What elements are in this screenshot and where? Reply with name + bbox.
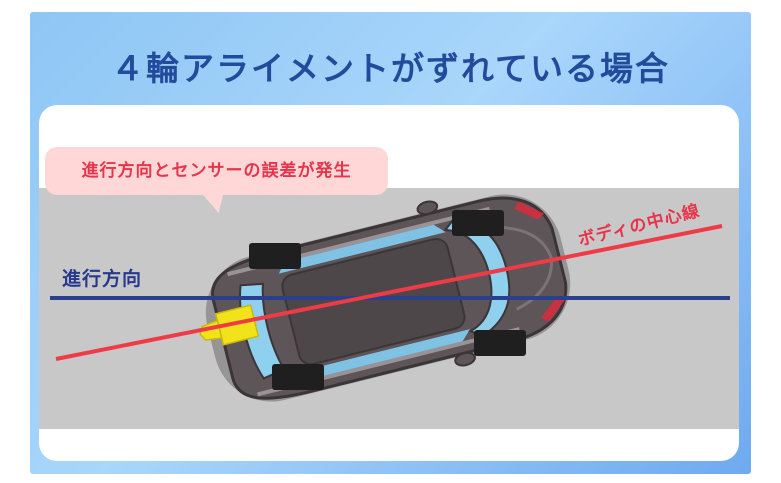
travel-direction-label: 進行方向 — [62, 268, 143, 290]
tire-rear-left — [249, 243, 301, 269]
mirror-left — [416, 200, 439, 216]
headlight-left — [514, 201, 545, 220]
tire-front-left — [452, 210, 504, 236]
side-window-top — [278, 224, 446, 274]
headlight-right — [541, 297, 566, 322]
error-callout: 進行方向とセンサーの誤差が発生 — [45, 147, 388, 195]
body-centerline — [55, 224, 723, 361]
mirror-right — [454, 351, 476, 367]
tire-front-right — [474, 330, 526, 356]
tire-rear-right — [272, 364, 324, 390]
diagram-title: ４輪アライメントがずれている場合 — [110, 49, 670, 88]
side-window-bottom — [303, 329, 470, 379]
